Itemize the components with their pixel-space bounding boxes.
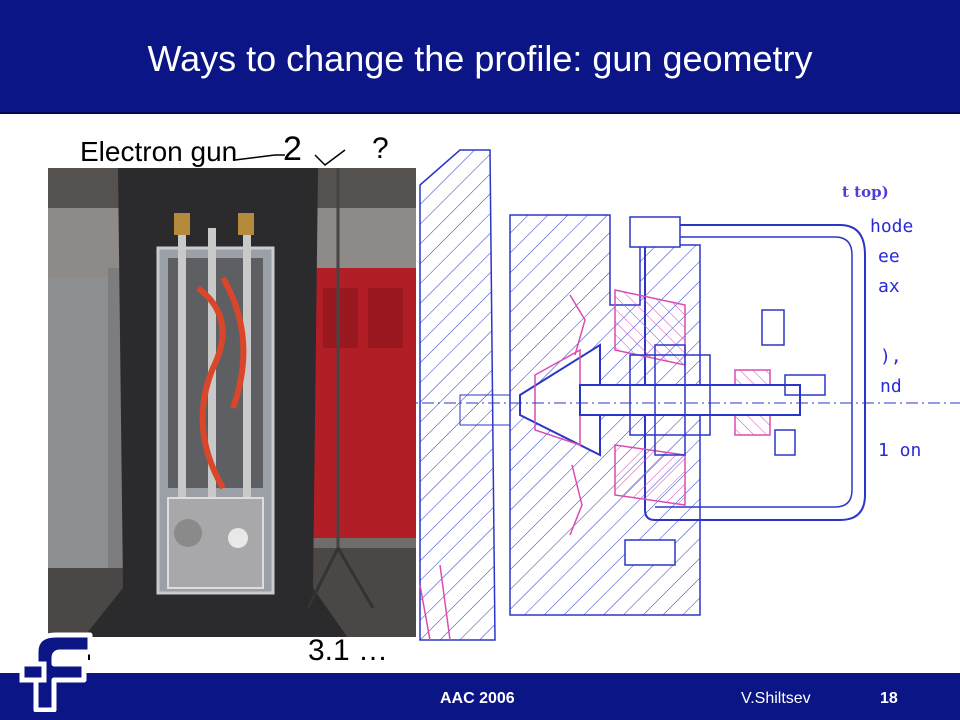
- footer-conference: AAC 2006: [440, 690, 515, 707]
- dimension-label-top: 2: [283, 130, 302, 168]
- right-text-line: hode: [870, 216, 914, 237]
- footer-page-number: 18: [880, 690, 898, 707]
- right-text-line: ),: [880, 346, 902, 367]
- right-text-line: ax: [878, 276, 900, 297]
- gun-cross-section-drawing: [400, 149, 960, 641]
- right-text-line: ee: [878, 246, 900, 267]
- right-text-line: 1 on: [878, 440, 922, 461]
- dimension-label-partial: ?: [372, 132, 389, 165]
- electron-gun-label: Electron gun: [80, 136, 238, 167]
- slide-title: Ways to change the profile: gun geometry: [147, 38, 813, 79]
- electron-gun-photo: [48, 168, 416, 637]
- footer-author: V.Shiltsev: [741, 690, 811, 707]
- right-small-text: t top): [842, 183, 889, 201]
- dimension-leader-lines: [234, 149, 346, 166]
- fermilab-logo-icon: [19, 632, 93, 712]
- title-bar: [0, 0, 960, 114]
- right-text-line: nd: [880, 376, 902, 397]
- footer-bar: [0, 673, 960, 720]
- dimension-label-bottom: 3.1 …: [308, 634, 389, 667]
